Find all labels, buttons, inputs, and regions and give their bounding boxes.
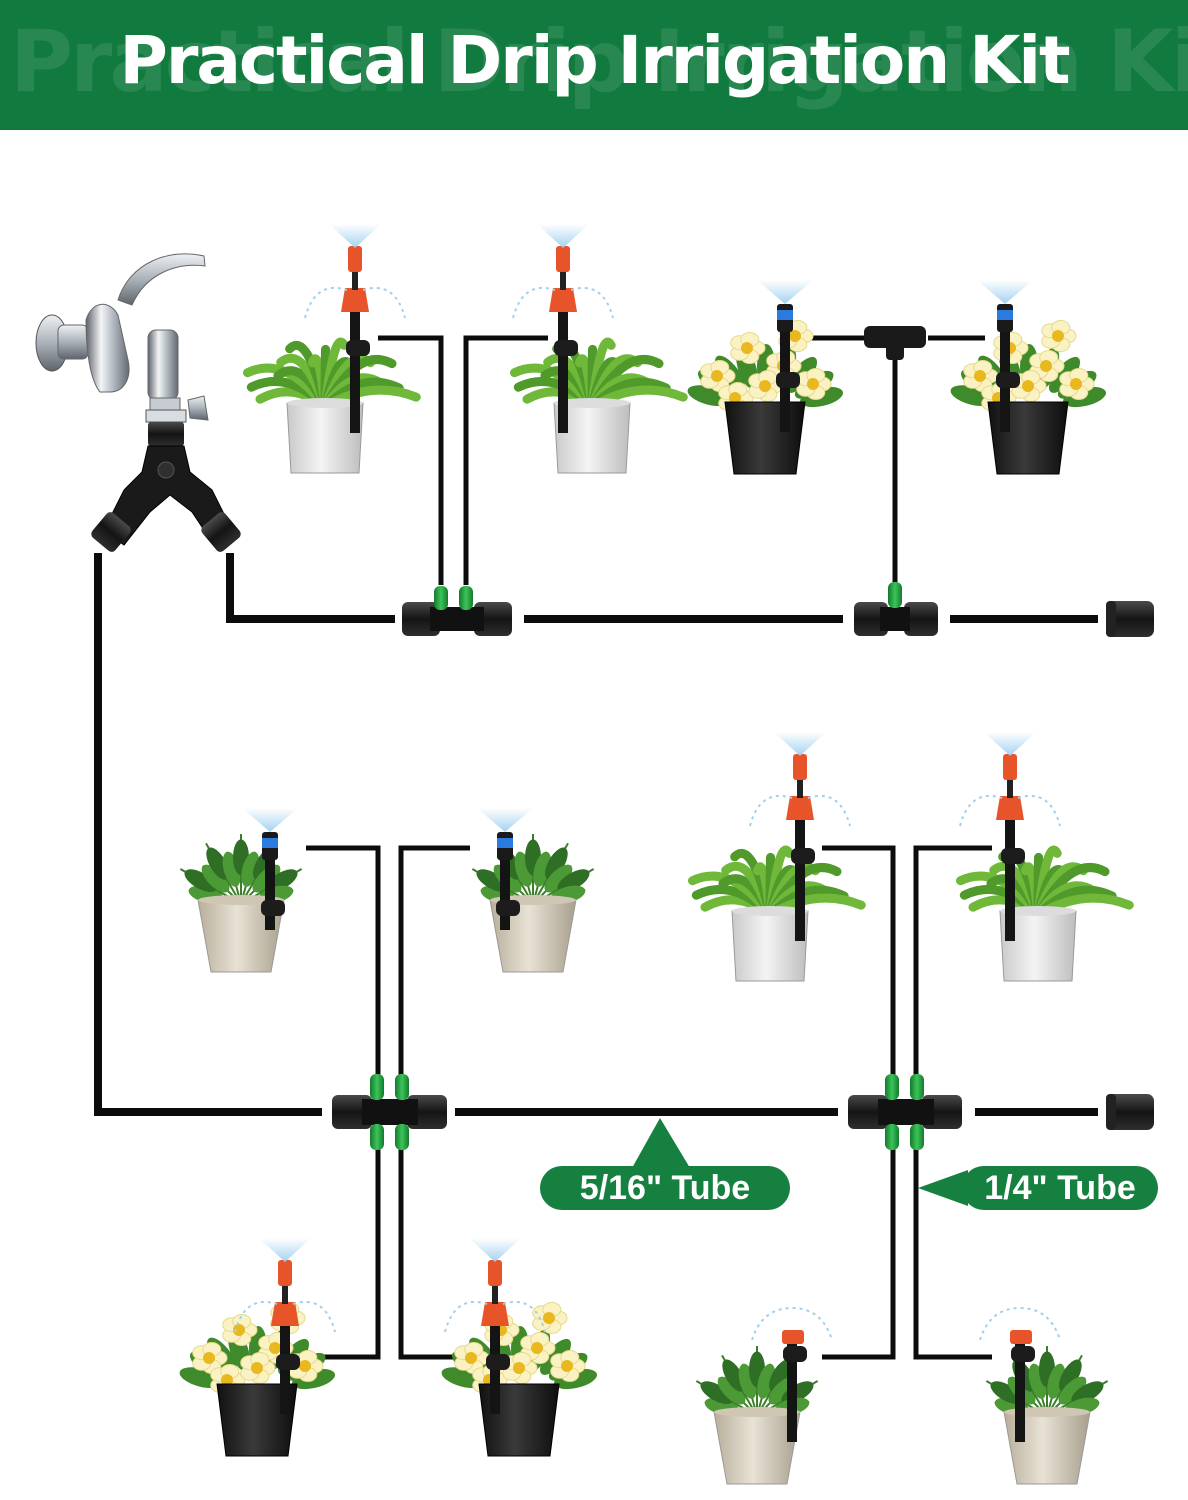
red-adjustable-nozzle-icon — [444, 1238, 546, 1414]
pot-icon — [724, 401, 806, 475]
main-tube-lower — [94, 553, 322, 1116]
plant-pots-group — [179, 224, 1134, 1485]
main-tube-pointer — [632, 1118, 690, 1168]
plant-pot-p12 — [979, 1306, 1109, 1485]
plant-pot-p7 — [688, 732, 866, 982]
plant-pot-p9 — [179, 1238, 336, 1457]
yellow-flowers-foliage-icon — [441, 1301, 598, 1397]
plant-pot-p2 — [510, 224, 688, 474]
branch-tube-pointer — [918, 1170, 968, 1206]
plant-pot-p10 — [441, 1238, 598, 1457]
yellow-flowers-foliage-icon — [687, 319, 844, 415]
plant-pot-p6 — [471, 808, 595, 973]
blue-nozzle-icon — [477, 808, 533, 930]
red-adjustable-nozzle-icon — [512, 224, 614, 433]
four-way-connector-icon — [332, 1074, 447, 1150]
blue-nozzle-icon — [242, 808, 298, 930]
fern-foliage-icon — [956, 845, 1134, 920]
red-adjustable-nozzle-icon — [749, 732, 851, 941]
fern-foliage-icon — [688, 845, 866, 920]
yellow-flowers-foliage-icon — [950, 319, 1107, 415]
header-watermark-text: Practical Drip Irrigation Kit — [10, 12, 1188, 112]
four-way-connector-icon — [848, 1074, 962, 1150]
plant-pot-p8 — [956, 732, 1134, 982]
mini-tee-icon — [864, 326, 926, 360]
red-dripper-nozzle-icon — [751, 1306, 833, 1442]
fern-foliage-icon — [510, 337, 688, 412]
pot-icon — [216, 1383, 298, 1457]
red-adjustable-nozzle-icon — [959, 732, 1061, 941]
page-title: Practical Drip Irrigation Kit — [119, 22, 1070, 99]
plant-pot-p3 — [687, 280, 844, 475]
header-banner: Practical Drip Irrigation Kit Practical … — [0, 0, 1188, 130]
end-plug-icon — [1106, 1094, 1154, 1130]
blue-nozzle-icon — [757, 280, 813, 432]
red-dripper-nozzle-icon — [979, 1306, 1061, 1442]
plant-pot-p11 — [695, 1306, 833, 1485]
double-tee-connector-icon — [402, 586, 512, 636]
fern-foliage-icon — [243, 337, 421, 412]
plant-pot-p1 — [243, 224, 421, 474]
tubing — [94, 553, 1098, 1116]
red-adjustable-nozzle-icon — [304, 224, 406, 433]
main-tube-upper — [226, 553, 395, 623]
branch-tubing — [306, 335, 992, 1360]
end-plug-icon — [1106, 601, 1154, 637]
tee-connector-icon — [854, 582, 938, 636]
plant-pot-p5 — [179, 808, 303, 973]
blue-nozzle-icon — [977, 280, 1033, 432]
main-tube-label: 5/16" Tube — [540, 1166, 790, 1210]
red-adjustable-nozzle-icon — [234, 1238, 336, 1414]
plant-pot-p4 — [950, 280, 1107, 475]
yellow-flowers-foliage-icon — [179, 1301, 336, 1397]
branch-tube-label: 1/4" Tube — [962, 1166, 1158, 1210]
faucet-icon — [35, 253, 241, 552]
